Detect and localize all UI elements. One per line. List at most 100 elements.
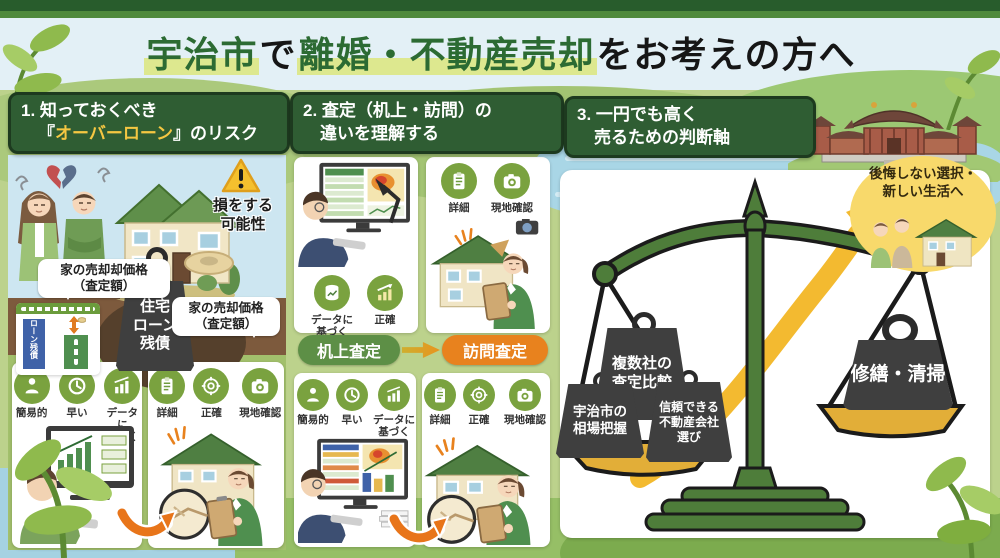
- icon-fast-3-label: 早い: [341, 414, 363, 426]
- panel2-br-icons: 詳細 正確 現地確認: [422, 373, 550, 426]
- icon-simple-3-label: 簡易的: [297, 414, 329, 426]
- section3-line1: 3. 一円でも高く: [577, 105, 698, 124]
- agent-visiting-house-illustration: [159, 425, 263, 546]
- icon-accurate-2: 正確: [364, 275, 406, 326]
- weight-trusted-company-choice: 信頼できる 不動産会社 選び: [646, 382, 732, 462]
- pill-visit-valuation: 訪問査定: [442, 335, 548, 365]
- tea-leaves-top-left: [2, 24, 70, 107]
- gap-arrow-icon: [69, 316, 86, 334]
- pill-transition-arrow: [402, 342, 440, 358]
- icon-data-3-label: データに 基づく: [373, 414, 415, 439]
- panel1-visit-icon-row: 詳細 正確 現地確認: [148, 362, 284, 419]
- icon-detail-2-label: 詳細: [448, 202, 470, 214]
- section1-line2: 『オーバーローン』のリスク: [21, 123, 277, 146]
- agent-onsite-check-illustration: [424, 437, 531, 545]
- icon-onsite-2: 現地確認: [486, 163, 538, 214]
- panel2-visit-card: 詳細 現地確認: [426, 157, 550, 333]
- database-icon: [314, 275, 350, 311]
- icon-data-based-2: データに 基づく: [306, 275, 358, 338]
- icon-simple-3: 簡易的: [294, 379, 332, 426]
- target-icon: [463, 379, 495, 411]
- agent-visit-with-camera-illustration: [430, 219, 539, 329]
- weight-uji-market-grasp: 宇治市の 相場把握: [556, 384, 644, 458]
- section3-header: 3. 一円でも高く 売るための判断軸: [564, 96, 816, 158]
- clipboard-icon: [441, 163, 477, 199]
- icon-accurate-3-label: 正確: [468, 414, 490, 426]
- icon-onsite-2-label: 現地確認: [491, 202, 533, 214]
- panel2-desk-icons: データに 基づく 正確: [294, 269, 418, 338]
- icon-accurate: 正確: [192, 368, 230, 419]
- panel2-visit-icons: 詳細 現地確認: [426, 157, 550, 214]
- icon-accurate-3: 正確: [461, 379, 497, 426]
- icon-detail-3: 詳細: [422, 379, 458, 426]
- icon-detail-label: 詳細: [156, 407, 178, 419]
- camera-icon: [242, 368, 279, 404]
- top-bar-light: [0, 11, 1000, 18]
- panel2-valuation-types: データに 基づく 正確 詳細: [292, 155, 554, 550]
- minichart-header: [16, 303, 100, 314]
- goal-bubble: 後悔しない選択・ 新しい生活へ: [850, 156, 996, 272]
- minichart-bar-price: [64, 335, 88, 369]
- top-bar-dark: [0, 0, 1000, 11]
- icon-data-3: データに 基づく: [372, 379, 416, 438]
- page-title: 宇治市で離婚・不動産売却をお考えの方へ: [0, 26, 1000, 78]
- clipboard-icon: [424, 379, 456, 411]
- goal-text: 後悔しない選択・ 新しい生活へ: [869, 166, 977, 199]
- icon-simple-label: 簡易的: [15, 407, 48, 419]
- bubble-sale-price-right: 家の売却価格 （査定額）: [172, 297, 280, 339]
- tea-leaves-top-right: [944, 50, 1000, 130]
- tea-sprout-bottom-left: [14, 439, 112, 558]
- analyst-detail-screen-illustration: [298, 438, 409, 543]
- growth-chart-icon: [367, 275, 403, 311]
- panel1-visit-valuation-card: 詳細 正確 現地確認: [148, 362, 284, 548]
- title-highlight-topic: 離婚・不動産売却: [296, 34, 597, 75]
- minichart-bar-price-text-marks: [74, 339, 78, 365]
- pill-desk-valuation: 机上査定: [298, 335, 400, 365]
- section2-line2: 違いを理解する: [320, 123, 439, 143]
- target-icon: [193, 368, 230, 404]
- icon-fast-3: 早い: [335, 379, 369, 426]
- section1-bracket-open: 『: [38, 123, 55, 143]
- icon-detail-2: 詳細: [438, 163, 480, 214]
- section2-line1: 2. 査定（机上・訪問）の: [303, 101, 492, 120]
- icon-onsite-label: 現地確認: [239, 407, 282, 419]
- icon-onsite: 現地確認: [237, 368, 284, 419]
- camera-icon: [509, 379, 541, 411]
- section1-header: 1. 知っておくべき 『オーバーローン』のリスク: [8, 92, 290, 154]
- section2-header: 2. 査定（机上・訪問）の 違いを理解する: [290, 92, 564, 154]
- camera-icon: [494, 163, 530, 199]
- section1-keyword: オーバーローン: [55, 123, 173, 143]
- loan-vs-price-minichart: ローン残債: [16, 303, 100, 375]
- section1-bracket-close: 』のリスク: [172, 123, 258, 143]
- title-mid: で: [259, 34, 297, 75]
- icon-fast-label: 早い: [66, 407, 88, 419]
- bar-chart-icon: [378, 379, 410, 411]
- weight-repair-cleaning: 修繕・清掃: [843, 340, 953, 410]
- pill-visit-label: 訪問査定: [462, 344, 527, 361]
- icon-onsite-3: 現地確認: [500, 379, 550, 426]
- icon-detail-3-label: 詳細: [429, 414, 451, 426]
- panel2-bl-icons: 簡易的 早い データに 基づく: [294, 373, 416, 438]
- minichart-bar-loan: ローン残債: [23, 319, 45, 369]
- panel1-warning-label: 損をする 可能性: [212, 197, 273, 233]
- analyst-at-monitor-illustration: [298, 162, 410, 267]
- icon-onsite-3-label: 現地確認: [504, 414, 546, 426]
- panel2-visit-detail-card: 詳細 正確 現地確認: [422, 373, 550, 547]
- panel2-desk-card: データに 基づく 正確: [294, 157, 418, 338]
- section3-line2: 売るための判断軸: [594, 127, 730, 147]
- icon-detail: 詳細: [148, 368, 186, 419]
- icon-accurate-label: 正確: [200, 407, 222, 419]
- clock-icon: [336, 379, 368, 411]
- section1-line1: 1. 知っておくべき: [21, 101, 158, 120]
- happy-couple-new-home-illustration: [870, 218, 978, 268]
- pill-desk-label: 机上査定: [316, 344, 381, 361]
- clipboard-icon: [149, 368, 186, 404]
- person-icon: [297, 379, 329, 411]
- tea-leaves-bottom-right: [925, 456, 1000, 558]
- bubble-sale-price-left: 家の売却却価格 （査定額）: [38, 259, 170, 301]
- warning-triangle-icon: [221, 158, 261, 193]
- minichart-header-text-marks: [21, 307, 95, 311]
- title-tail: をお考えの方へ: [596, 34, 856, 75]
- title-highlight-uji: 宇治市: [144, 34, 260, 75]
